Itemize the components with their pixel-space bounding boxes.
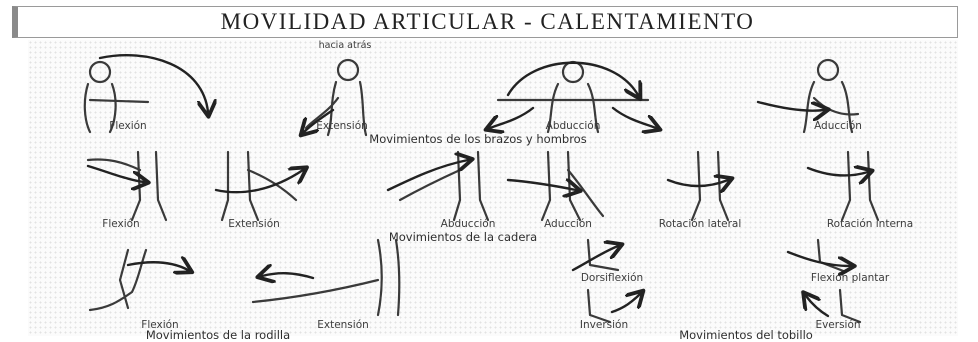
hip-internal-rotation-figure — [808, 152, 878, 220]
arm-abduction-label: Abducción — [546, 120, 601, 132]
knee-group-label: Movimientos de la rodilla — [146, 328, 290, 342]
knee-extension-figure — [253, 240, 399, 315]
illustration-panel: hacia atrás Flexión Extensión Abducción … — [28, 40, 958, 336]
joint-movement-illustration — [28, 40, 958, 336]
knee-flexion-figure — [90, 250, 188, 310]
ankle-group-label: Movimientos del tobillo — [679, 328, 813, 342]
ankle-inversion-figure — [588, 290, 640, 322]
hip-flexion-label: Flexión — [102, 218, 139, 230]
arm-flexion-label: Flexión — [109, 120, 146, 132]
hip-abduction-label: Abducción — [441, 218, 496, 230]
title-box: MOVILIDAD ARTICULAR - CALENTAMIENTO — [12, 6, 958, 38]
hip-adduction-figure — [508, 152, 603, 220]
ankle-eversion-label: Eversión — [815, 319, 860, 331]
hip-internal-rotation-label: Rotación interna — [827, 218, 913, 230]
ankle-eversion-figure — [806, 290, 860, 322]
ankle-inversion-label: Inversión — [580, 319, 628, 331]
arm-adduction-label: Aducción — [814, 120, 862, 132]
ankle-plantar-flexion-figure — [788, 240, 850, 272]
ankle-dorsiflexion-label: Dorsiflexión — [581, 272, 643, 284]
hip-lateral-rotation-label: Rotación lateral — [659, 218, 742, 230]
hip-extension-figure — [216, 152, 303, 220]
hip-group-label: Movimientos de la cadera — [389, 230, 537, 244]
hip-flexion-figure — [88, 152, 166, 220]
hip-abduction-figure — [388, 152, 488, 220]
arms-group-label: Movimientos de los brazos y hombros — [369, 132, 586, 146]
ankle-dorsiflexion-figure — [573, 240, 618, 270]
page-title: MOVILIDAD ARTICULAR - CALENTAMIENTO — [221, 9, 755, 35]
hip-adduction-label: Aducción — [544, 218, 592, 230]
ankle-plantar-flexion-label: Flexión plantar — [811, 272, 889, 284]
top-note-label: hacia atrás — [319, 40, 372, 51]
hip-extension-label: Extensión — [228, 218, 280, 230]
knee-extension-label: Extensión — [317, 319, 369, 331]
hip-lateral-rotation-figure — [668, 152, 728, 220]
arm-extension-label: Extensión — [316, 120, 368, 132]
